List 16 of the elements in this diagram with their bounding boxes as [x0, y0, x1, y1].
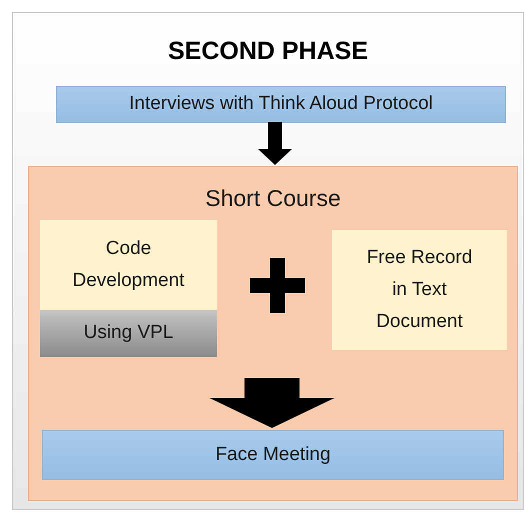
arrow — [258, 122, 292, 165]
process-box — [40, 310, 217, 357]
phase-panel — [12, 12, 524, 510]
box-label: Code Development — [72, 237, 186, 293]
group-box — [28, 166, 518, 501]
arrow — [210, 378, 334, 428]
heading: Short Course — [205, 184, 341, 213]
heading: SECOND PHASE — [168, 36, 368, 67]
process-box — [42, 430, 504, 480]
box-label: Face Meeting — [215, 442, 331, 467]
process-box — [332, 230, 507, 350]
process-box — [40, 220, 217, 310]
process-box — [56, 86, 506, 123]
box-label: Free Record in Text Document — [366, 246, 474, 334]
box-label: Using VPL — [84, 321, 174, 346]
box-label: Interviews with Think Aloud Protocol — [129, 92, 433, 116]
